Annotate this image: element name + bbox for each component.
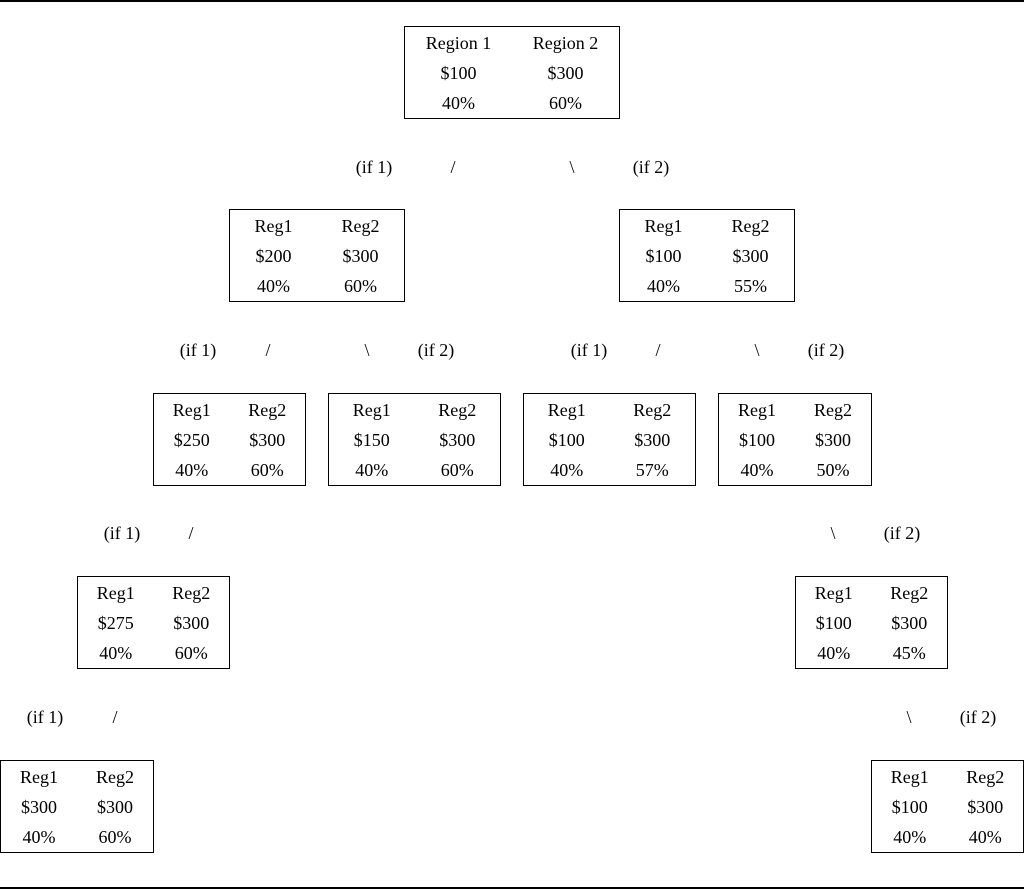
node-header-region1: Reg1	[352, 400, 391, 420]
node-header-region2: Reg2	[814, 400, 852, 420]
node-value-region2: $300	[97, 797, 133, 817]
node-header-region2: Reg2	[633, 400, 672, 420]
node-header-region2: Reg2	[966, 767, 1005, 787]
node-header-region2: Region 2	[532, 33, 599, 53]
edge-label-if2: (if 2)	[959, 707, 997, 727]
node-value-region1: $300	[21, 797, 57, 817]
node-header-region2: Reg2	[172, 583, 211, 603]
node-percent-region2: 60%	[98, 827, 132, 847]
tree-node-root: Region 1 Region 2 $100 $300 40% 60%	[404, 26, 620, 119]
node-header-region1: Reg1	[738, 400, 776, 420]
node-value-region1: $150	[353, 430, 390, 450]
node-percent-region2: 60%	[549, 93, 582, 113]
edge-label-if1: (if 1)	[26, 707, 64, 727]
node-percent-region1: 40%	[893, 827, 927, 847]
tree-node-lll: Reg1 Reg2 $275 $300 40% 60%	[77, 576, 230, 669]
node-value-region1: $100	[739, 430, 775, 450]
node-percent-region2: 60%	[250, 460, 284, 480]
node-value-region2: $300	[173, 613, 210, 633]
node-header-region1: Reg1	[644, 216, 683, 236]
tree-node-rr: Reg1 Reg2 $100 $300 40% 50%	[718, 393, 872, 486]
node-value-region1: $100	[548, 430, 585, 450]
node-percent-region2: 60%	[344, 276, 377, 296]
node-percent-region1: 40%	[22, 827, 56, 847]
node-value-region1: $275	[97, 613, 134, 633]
node-header-region2: Reg2	[248, 400, 287, 420]
node-percent-region1: 40%	[175, 460, 209, 480]
node-value-region1: $100	[891, 797, 928, 817]
tree-node-r: Reg1 Reg2 $100 $300 40% 55%	[619, 209, 795, 302]
node-value-region2: $300	[732, 246, 769, 266]
node-header-region1: Reg1	[172, 400, 211, 420]
edge-label-if2: (if 2)	[883, 523, 921, 543]
node-header-region2: Reg2	[438, 400, 477, 420]
node-header-region1: Reg1	[890, 767, 929, 787]
tree-node-l: Reg1 Reg2 $200 $300 40% 60%	[229, 209, 405, 302]
edge-slash: /	[450, 157, 456, 177]
edge-backslash: \	[569, 157, 575, 177]
node-percent-region2: 40%	[968, 827, 1002, 847]
node-value-region1: $250	[173, 430, 210, 450]
node-header-region2: Reg2	[731, 216, 770, 236]
node-value-region2: $300	[342, 246, 379, 266]
node-percent-region2: 50%	[816, 460, 850, 480]
edge-label-if2: (if 2)	[807, 340, 845, 360]
node-value-region1: $200	[255, 246, 292, 266]
edge-backslash: \	[364, 340, 370, 360]
edge-label-if2: (if 2)	[632, 157, 670, 177]
edge-slash: /	[112, 707, 118, 727]
node-percent-region2: 45%	[892, 643, 926, 663]
edge-backslash: \	[906, 707, 912, 727]
bottom-rule	[0, 887, 1024, 889]
node-header-region1: Reg1	[254, 216, 293, 236]
tree-node-lr: Reg1 Reg2 $150 $300 40% 60%	[328, 393, 501, 486]
edge-label-if1: (if 1)	[179, 340, 217, 360]
node-value-region2: $300	[967, 797, 1004, 817]
edge-backslash: \	[754, 340, 760, 360]
node-percent-region1: 40%	[257, 276, 290, 296]
node-value-region1: $100	[815, 613, 852, 633]
edge-label-if1: (if 1)	[570, 340, 608, 360]
node-percent-region1: 40%	[99, 643, 133, 663]
node-percent-region2: 57%	[635, 460, 669, 480]
node-header-region1: Reg1	[547, 400, 586, 420]
node-percent-region1: 40%	[740, 460, 774, 480]
edge-slash: /	[265, 340, 271, 360]
node-value-region2: $300	[249, 430, 286, 450]
node-percent-region1: 40%	[817, 643, 851, 663]
edge-label-if1: (if 1)	[355, 157, 393, 177]
node-percent-region2: 60%	[440, 460, 474, 480]
tree-node-rrrr: Reg1 Reg2 $100 $300 40% 40%	[871, 760, 1024, 853]
edge-slash: /	[655, 340, 661, 360]
node-value-region2: $300	[815, 430, 851, 450]
edge-backslash: \	[830, 523, 836, 543]
node-percent-region1: 40%	[647, 276, 680, 296]
node-percent-region2: 55%	[734, 276, 767, 296]
node-header-region1: Reg1	[20, 767, 58, 787]
edge-slash: /	[188, 523, 194, 543]
node-header-region1: Region 1	[425, 33, 492, 53]
node-value-region1: $100	[440, 63, 477, 83]
edge-label-if1: (if 1)	[103, 523, 141, 543]
node-value-region2: $300	[891, 613, 928, 633]
tree-node-llll: Reg1 Reg2 $300 $300 40% 60%	[0, 760, 154, 853]
node-percent-region1: 40%	[442, 93, 475, 113]
node-percent-region1: 40%	[550, 460, 584, 480]
node-header-region1: Reg1	[814, 583, 853, 603]
node-header-region2: Reg2	[890, 583, 929, 603]
tree-node-ll: Reg1 Reg2 $250 $300 40% 60%	[153, 393, 306, 486]
edge-label-if2: (if 2)	[417, 340, 455, 360]
tree-node-rl: Reg1 Reg2 $100 $300 40% 57%	[523, 393, 696, 486]
tree-node-rrr: Reg1 Reg2 $100 $300 40% 45%	[795, 576, 948, 669]
node-value-region2: $300	[547, 63, 584, 83]
node-header-region2: Reg2	[96, 767, 134, 787]
node-percent-region2: 60%	[174, 643, 208, 663]
node-value-region1: $100	[645, 246, 682, 266]
node-percent-region1: 40%	[355, 460, 389, 480]
node-value-region2: $300	[634, 430, 671, 450]
node-header-region1: Reg1	[96, 583, 135, 603]
node-value-region2: $300	[439, 430, 476, 450]
node-header-region2: Reg2	[341, 216, 380, 236]
top-rule	[0, 0, 1024, 2]
